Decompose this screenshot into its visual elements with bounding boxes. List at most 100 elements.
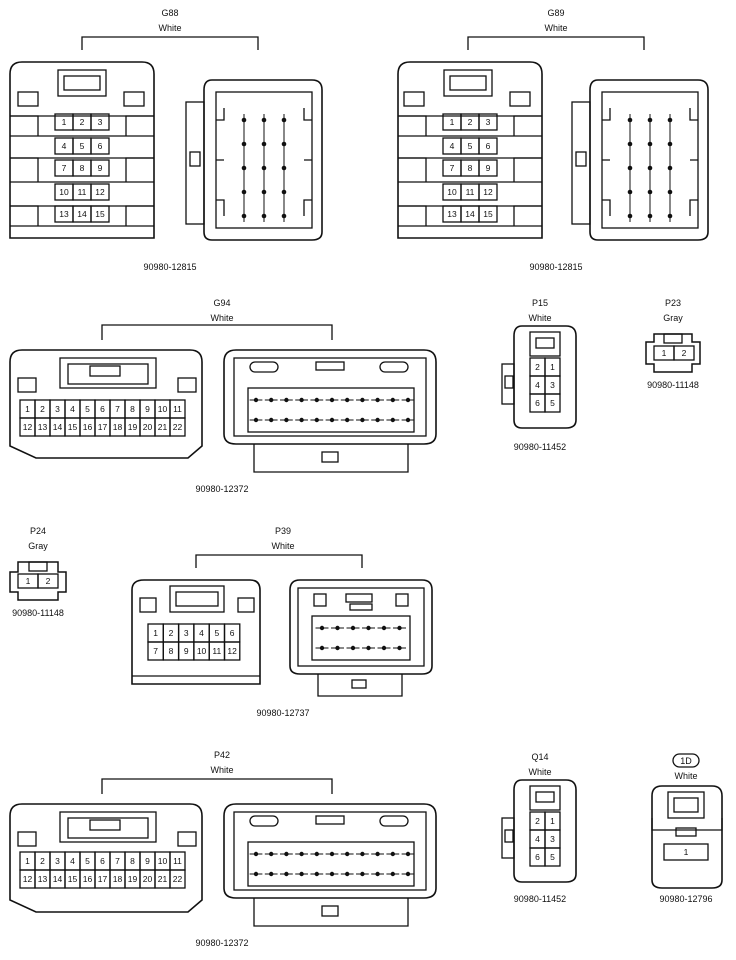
pin-dot [299, 871, 304, 877]
pin-number: 12 [483, 187, 493, 197]
connector-color: Gray [663, 313, 683, 323]
pin-cell [90, 205, 110, 223]
pin-dot [405, 417, 411, 423]
connector-color: White [158, 23, 181, 33]
part-number: 90980-11452 [514, 894, 566, 904]
pin-dot [405, 851, 411, 857]
pin-dot [241, 189, 247, 195]
pin-cell [673, 345, 695, 361]
pin-number: 8 [130, 404, 135, 414]
pin-number: 11 [173, 404, 182, 414]
pin-number: 3 [184, 628, 189, 638]
part-number: 90980-12372 [195, 938, 248, 948]
pin-dot [261, 117, 267, 123]
pin-number: 8 [80, 163, 85, 173]
pin-dot [350, 625, 356, 631]
pin-dot [360, 871, 365, 877]
pin-number: 6 [230, 628, 235, 638]
pin-dot [281, 141, 287, 147]
connector-name: P42 [214, 750, 230, 760]
pin-dot [335, 645, 340, 651]
pin-matrix [627, 114, 673, 222]
pin-dot [375, 851, 380, 857]
pin-dot [390, 851, 395, 857]
pin-dot [314, 871, 319, 877]
connector-name: P15 [532, 298, 548, 308]
pin-number: 2 [169, 628, 174, 638]
pin-dot [281, 189, 287, 195]
pin-dot [390, 871, 395, 877]
pin-cell [90, 137, 110, 155]
pin-dot [405, 871, 411, 877]
pin-number: 5 [85, 856, 90, 866]
pin-dot [319, 645, 325, 651]
pin-dot [281, 165, 287, 171]
pin-number: 4 [62, 141, 67, 151]
pin-dot [253, 417, 259, 423]
pin-cell [90, 183, 110, 201]
pin-number: 19 [128, 422, 138, 432]
connector-color: White [674, 771, 697, 781]
pin-number: 21 [158, 874, 168, 884]
pin-number: 8 [130, 856, 135, 866]
male-face [223, 349, 437, 473]
male-face [571, 79, 709, 241]
pin-number: 15 [68, 422, 78, 432]
pin-dot [269, 871, 274, 877]
pin-number: 3 [486, 117, 491, 127]
pin-cell [169, 417, 186, 437]
pin-dot [667, 165, 673, 171]
male-face [289, 579, 433, 697]
pin-number: 4 [70, 856, 75, 866]
pin-dot [269, 397, 274, 403]
pin-number: 3 [550, 834, 555, 844]
pin-number: 11 [466, 187, 475, 197]
pin-number: 7 [62, 163, 67, 173]
pin-dot [667, 117, 673, 123]
pin-matrix [241, 114, 287, 222]
pin-cell [90, 113, 110, 131]
pair-bracket [81, 36, 259, 50]
pin-number: 2 [468, 117, 473, 127]
pin-cell [663, 843, 709, 861]
pin-number: 9 [184, 646, 189, 656]
pin-cell [478, 113, 498, 131]
pair-bracket [467, 36, 645, 50]
pin-cell [37, 573, 59, 589]
pin-dot [667, 189, 673, 195]
pin-number: 5 [85, 404, 90, 414]
pin-dot [261, 189, 267, 195]
pin-dot [667, 141, 673, 147]
part-number: 90980-11148 [647, 380, 699, 390]
pin-dot [390, 397, 395, 403]
pin-dot [329, 397, 335, 403]
pin-dot [397, 625, 402, 631]
pin-number: 1 [153, 628, 158, 638]
connector-name: P24 [30, 526, 46, 536]
connector-name: P23 [665, 298, 681, 308]
pin-number: 14 [53, 422, 63, 432]
pair-bracket [101, 324, 333, 340]
pin-number: 7 [115, 856, 120, 866]
pin-dot [261, 141, 267, 147]
pin-dot [667, 213, 673, 219]
connector-name: G88 [161, 8, 178, 18]
pin-number: 13 [38, 422, 48, 432]
connector-name: 1D [680, 756, 692, 766]
pin-dot [647, 189, 653, 195]
pin-number: 1 [550, 362, 555, 372]
pin-number: 4 [450, 141, 455, 151]
connector-1d: 1D White 1 90980-12796 [651, 753, 723, 904]
pin-number: 9 [486, 163, 491, 173]
